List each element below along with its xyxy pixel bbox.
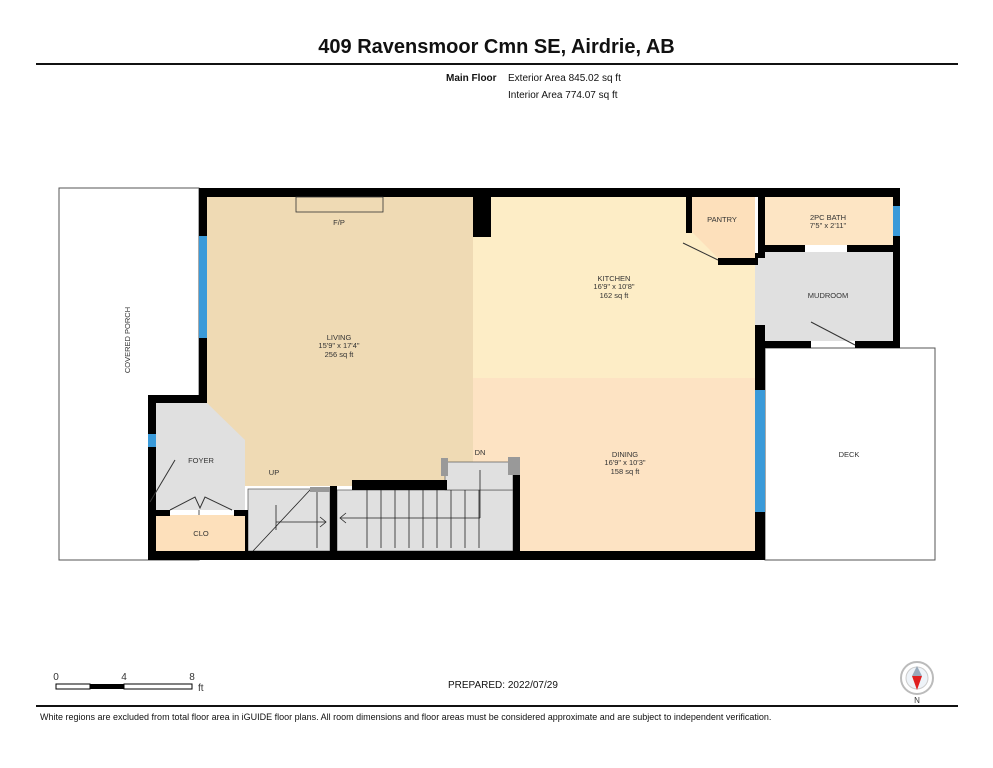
fireplace bbox=[295, 196, 384, 213]
kitchen-name: KITCHEN bbox=[598, 274, 631, 283]
living-dims: 15'9" x 17'4" bbox=[318, 341, 359, 350]
closet-label: CLO bbox=[193, 529, 209, 538]
mudroom-label: MUDROOM bbox=[808, 291, 848, 300]
prepared-date: PREPARED: 2022/07/29 bbox=[448, 680, 558, 691]
dining-name: DINING bbox=[612, 450, 638, 459]
stairs-up-label: UP bbox=[269, 468, 279, 477]
bath-room bbox=[765, 197, 893, 245]
stair-treads bbox=[252, 470, 481, 552]
porch-label: COVERED PORCH bbox=[123, 307, 132, 373]
compass-north: N bbox=[914, 696, 920, 705]
living-name: LIVING bbox=[327, 333, 352, 342]
bath-name: 2PC BATH bbox=[810, 213, 846, 222]
exterior-area: Exterior Area 845.02 sq ft bbox=[508, 73, 621, 84]
pantry-room bbox=[692, 197, 755, 258]
scale-tick-0: 0 bbox=[53, 672, 59, 683]
stairs-up bbox=[247, 488, 331, 552]
interior-area: Interior Area 774.07 sq ft bbox=[508, 90, 618, 101]
dining-area: 158 sq ft bbox=[611, 467, 641, 476]
bath-dims: 7'5" x 2'11" bbox=[810, 221, 847, 230]
footer-divider bbox=[36, 705, 958, 707]
scale-bar: 0 4 8 ft bbox=[53, 672, 204, 694]
page-title: 409 Ravensmoor Cmn SE, Airdrie, AB bbox=[318, 36, 675, 58]
living-room bbox=[207, 197, 473, 486]
floor-name: Main Floor bbox=[446, 73, 497, 84]
dining-dims: 16'9" x 10'3" bbox=[604, 458, 645, 467]
windows bbox=[148, 206, 900, 512]
floor-areas: Main Floor Exterior Area 845.02 sq ft Int… bbox=[446, 70, 621, 104]
compass-icon: N bbox=[900, 661, 934, 705]
scale-tick-8: 8 bbox=[189, 672, 195, 683]
header-divider bbox=[36, 63, 958, 65]
foyer-room bbox=[156, 403, 245, 510]
living-area: 256 sq ft bbox=[325, 350, 355, 359]
pantry-label: PANTRY bbox=[707, 215, 737, 224]
deck-label: DECK bbox=[839, 450, 860, 459]
mudroom-room bbox=[765, 252, 893, 341]
scale-tick-4: 4 bbox=[121, 672, 127, 683]
deck-area bbox=[764, 347, 936, 561]
kitchen-dims: 16'9" x 10'8" bbox=[593, 282, 634, 291]
kitchen-area: 162 sq ft bbox=[600, 291, 630, 300]
disclaimer: White regions are excluded from total fl… bbox=[40, 712, 772, 722]
scale-unit: ft bbox=[198, 683, 204, 694]
foyer-label: FOYER bbox=[188, 456, 214, 465]
closet-room bbox=[156, 515, 245, 551]
stairs-down bbox=[336, 489, 514, 552]
fireplace-label: F/P bbox=[333, 218, 345, 227]
stairs-down-label: DN bbox=[475, 448, 486, 457]
doors bbox=[149, 242, 856, 511]
